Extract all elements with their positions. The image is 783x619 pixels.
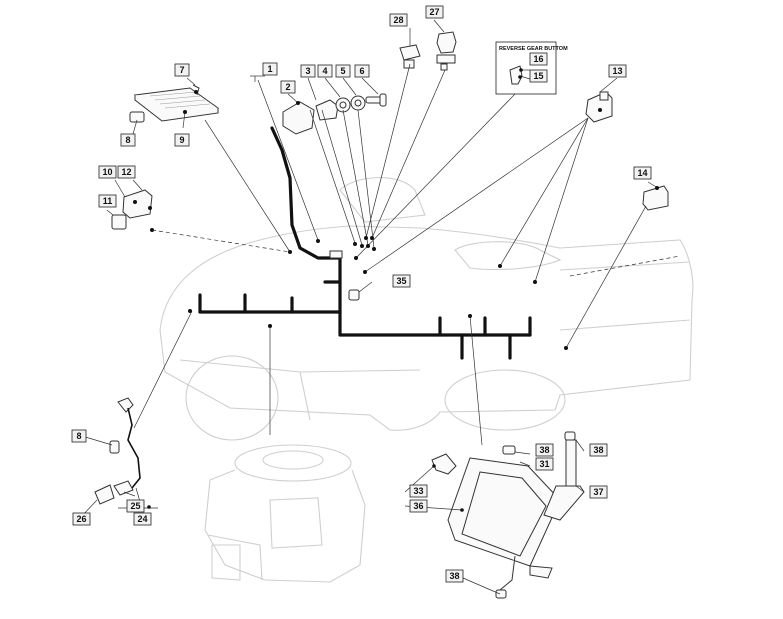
reverse-gear-inset <box>495 41 557 95</box>
callout-11: 11 <box>98 194 117 208</box>
callout-37: 37 <box>589 485 608 499</box>
callout-36: 36 <box>409 499 428 513</box>
callout-38-battery: 38 <box>535 443 554 457</box>
callout-2: 2 <box>280 80 296 94</box>
callout-label: 11 <box>103 196 113 206</box>
callout-38-bottom: 38 <box>445 569 464 583</box>
tractor-outline <box>159 177 694 441</box>
control-unit <box>129 84 220 123</box>
leader-lines <box>79 19 681 595</box>
callout-label: 7 <box>179 65 184 75</box>
callout-8-top: 8 <box>120 133 136 147</box>
callout-label: 33 <box>413 486 423 496</box>
sensor-14 <box>642 185 669 211</box>
switch-27 <box>436 31 457 71</box>
callout-12: 12 <box>117 165 136 179</box>
callout-label: 6 <box>359 66 364 76</box>
callout-label: 5 <box>340 66 345 76</box>
callout-label: 16 <box>533 54 543 64</box>
switch-28 <box>399 44 421 69</box>
callout-13: 13 <box>608 64 627 78</box>
callout-label: 38 <box>593 445 603 455</box>
ignition-switch-assembly <box>282 93 387 135</box>
callout-8-bottom: 8 <box>71 429 87 443</box>
callout-label: 10 <box>102 167 112 177</box>
callout-10: 10 <box>98 165 117 179</box>
relay-assembly <box>111 189 153 230</box>
switch-13 <box>585 91 613 123</box>
callout-label: 27 <box>429 7 439 17</box>
callout-3: 3 <box>300 64 316 78</box>
connector-35 <box>348 289 360 301</box>
callout-27: 27 <box>425 5 444 19</box>
callout-28: 28 <box>389 13 408 27</box>
callout-label: 8 <box>76 431 81 441</box>
wiring-harness <box>198 126 532 360</box>
callout-label: 35 <box>396 276 406 286</box>
callout-label: 28 <box>393 15 403 25</box>
callout-label: 3 <box>305 66 310 76</box>
callout-label: 38 <box>539 445 549 455</box>
callout-24: 24 <box>133 512 152 526</box>
callout-label: 9 <box>179 135 184 145</box>
callout-33: 33 <box>409 484 428 498</box>
callout-label: 1 <box>267 64 272 74</box>
callout-label: 38 <box>449 571 459 581</box>
callout-label: 4 <box>322 66 327 76</box>
callout-25: 25 <box>126 499 145 513</box>
callout-5: 5 <box>335 64 351 78</box>
callout-label: 36 <box>413 501 423 511</box>
callout-label: 13 <box>612 66 622 76</box>
callout-label: 24 <box>137 514 147 524</box>
inset-title: REVERSE GEAR BUTTOM <box>499 46 568 52</box>
callout-label: 8 <box>125 135 130 145</box>
callout-1: 1 <box>262 62 278 76</box>
battery-assembly <box>431 431 585 599</box>
callout-35: 35 <box>392 274 411 288</box>
connection-points <box>133 68 659 512</box>
callout-label: 31 <box>539 459 549 469</box>
callout-label: 37 <box>593 487 603 497</box>
callout-label: 2 <box>285 82 290 92</box>
callout-15: 15 <box>529 69 548 83</box>
callout-4: 4 <box>317 64 333 78</box>
callout-label: 15 <box>533 71 543 81</box>
callout-9: 9 <box>174 133 190 147</box>
callout-14: 14 <box>633 166 652 180</box>
callout-31: 31 <box>535 457 554 471</box>
callout-label: 26 <box>76 514 86 524</box>
callout-label: 25 <box>130 501 140 511</box>
callout-7: 7 <box>174 63 190 77</box>
callout-16: 16 <box>529 52 548 66</box>
engine-outline <box>204 444 366 583</box>
lower-wiring <box>94 397 141 505</box>
callout-38-bracket: 38 <box>589 443 608 457</box>
callout-label: 14 <box>637 168 647 178</box>
callout-6: 6 <box>354 64 370 78</box>
callout-label: 12 <box>121 167 131 177</box>
callout-26: 26 <box>72 512 91 526</box>
